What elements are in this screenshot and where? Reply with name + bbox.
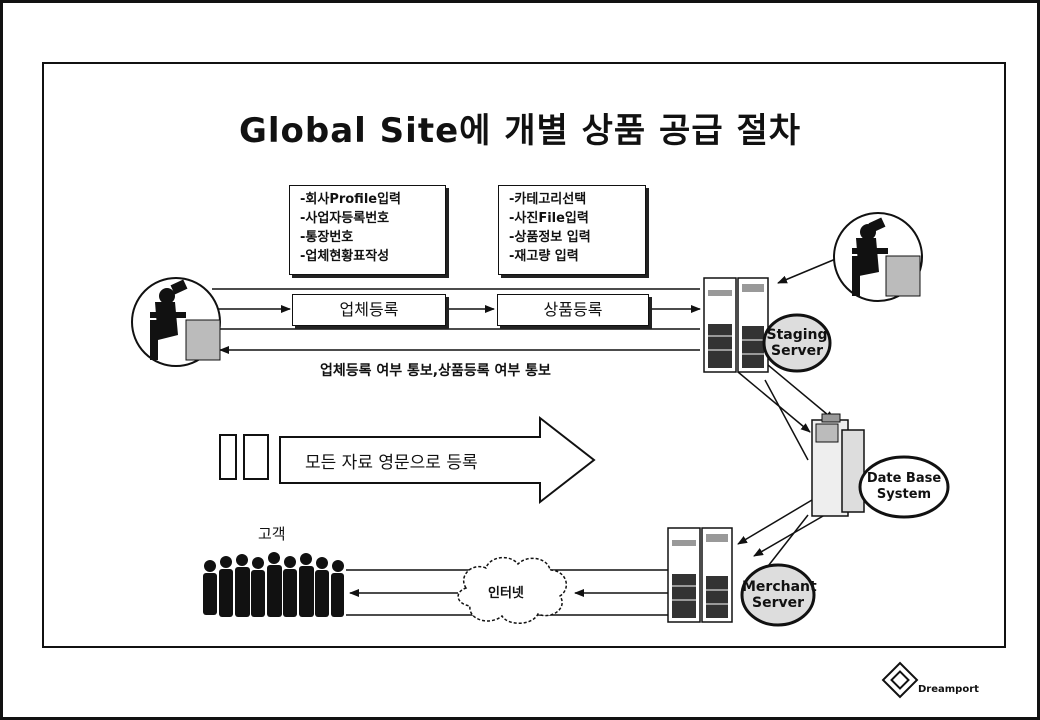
product-info-checklist: -카테고리선택 -사진File입력 -상품정보 입력 -재고량 입력: [498, 185, 646, 275]
merchant-server-icon: [667, 527, 733, 623]
database-system-label-line: Date Base: [866, 471, 942, 486]
operator-icon-left: [131, 277, 221, 367]
big-right-arrow: [279, 415, 596, 505]
staging-server-label-line: Server: [770, 343, 823, 359]
merchant-server-oval: [740, 563, 816, 627]
product-registration-step: 상품등록: [497, 294, 649, 326]
staging-db-connector: [764, 379, 809, 461]
staging-to-db-arrow: [737, 371, 811, 433]
checklist-item: -재고량 입력: [509, 249, 579, 264]
checklist-item: -사업자등록번호: [300, 211, 390, 226]
merchant-server-label-line: Server: [751, 595, 804, 611]
customer-crowd-icon: [203, 552, 344, 617]
checklist-item: -통장번호: [300, 230, 354, 245]
checklist-item: -사진File입력: [509, 211, 589, 226]
database-machine-icon: [811, 413, 865, 517]
staging-to-db-arrow: [761, 359, 835, 421]
company-info-checklist: -회사Profile입력 -사업자등록번호 -통장번호 -업체현황표작성: [289, 185, 446, 275]
staging-server-label-line: Staging: [766, 327, 828, 343]
db-to-merchant-arrow: [753, 511, 831, 557]
database-system-oval: [858, 455, 950, 519]
operator-to-staging-arrow: [777, 257, 839, 284]
operator-icon-right: [833, 212, 923, 302]
checklist-item: -상품정보 입력: [509, 230, 591, 245]
staging-server-oval: [762, 313, 832, 373]
db-merchant-connector: [764, 514, 809, 571]
internet-cloud-icon: [457, 556, 568, 624]
logo-text: Dreamport: [918, 684, 979, 695]
document-icon: [219, 434, 237, 480]
customer-label: 고객: [258, 525, 286, 543]
document-icon: [243, 434, 269, 480]
staging-server-icon: [703, 277, 769, 373]
database-system-label-line: System: [876, 487, 932, 502]
company-registration-step: 업체등록: [292, 294, 446, 326]
internet-label: 인터넷: [488, 586, 524, 601]
dreamport-logo-icon: [881, 661, 919, 699]
db-to-merchant-arrow: [737, 499, 813, 545]
slide-inner-frame: [42, 62, 1006, 648]
notification-label: 업체등록 여부 통보,상품등록 여부 통보: [320, 363, 551, 379]
merchant-server-label-line: Merchant: [742, 579, 817, 595]
merchant-server-label: Merchant Server: [742, 579, 817, 611]
checklist-item: -회사Profile입력: [300, 192, 402, 207]
staging-server-label: Staging Server: [764, 327, 830, 359]
checklist-item: -카테고리선택: [509, 192, 587, 207]
diagram-title: Global Site에 개별 상품 공급 절차: [238, 111, 801, 151]
english-registration-label: 모든 자료 영문으로 등록: [305, 453, 478, 473]
checklist-item: -업체현황표작성: [300, 249, 390, 264]
database-system-label: Date Base System: [860, 471, 948, 503]
